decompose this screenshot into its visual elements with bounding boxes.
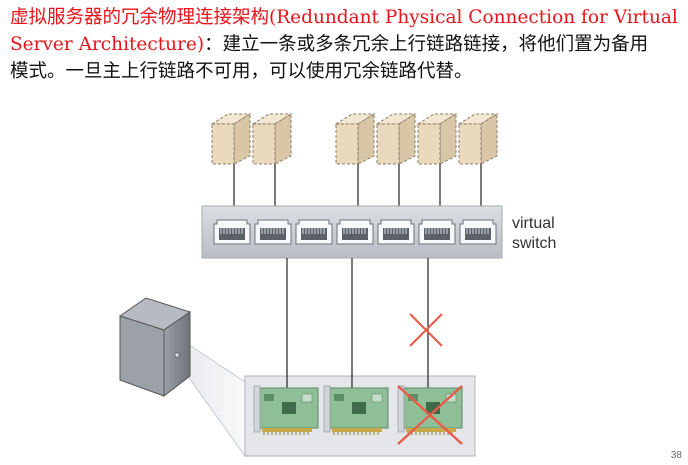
failed-cable-cross-icon (409, 313, 443, 347)
failed-nic-cross-icon (397, 385, 463, 445)
description-line1: ：建立一条或多条冗余上行链路链接，将他们置为备用 (204, 34, 649, 55)
switch-ports (213, 219, 497, 245)
vm-5 (416, 113, 458, 165)
physical-server (118, 297, 192, 398)
nic-card-2 (323, 385, 389, 435)
virtual-switch (201, 205, 503, 259)
nic-cards (253, 385, 463, 435)
vm-4 (375, 113, 417, 165)
vm-3 (334, 113, 376, 165)
switch-port-3 (295, 219, 333, 245)
virtual-machines (210, 113, 499, 165)
switch-label-line1: virtual (512, 215, 555, 232)
nic-card-1 (253, 385, 319, 435)
vm-2 (251, 113, 293, 165)
switch-port-2 (254, 219, 292, 245)
vm-1 (210, 113, 252, 165)
slide-text: 虚拟服务器的冗余物理连接架构(Redundant Physical Connec… (10, 4, 688, 85)
description-line2: 模式。一旦主上行链路不可用，可以使用冗余链路代替。 (10, 61, 473, 82)
zoom-beam (181, 339, 246, 458)
text-line-2: Server Architecture)：建立一条或多条冗余上行链路链接，将他们… (10, 31, 688, 58)
title-red: 虚拟服务器的冗余物理连接架构(Redundant Physical Connec… (10, 7, 678, 28)
uplink-cables (286, 258, 429, 402)
switch-port-6 (418, 219, 456, 245)
title-red-line2: Server Architecture) (10, 34, 205, 55)
switch-port-5 (377, 219, 415, 245)
text-line-1: 虚拟服务器的冗余物理连接架构(Redundant Physical Connec… (10, 4, 688, 31)
vm-6 (457, 113, 499, 165)
switch-port-1 (213, 219, 251, 245)
page-number: 38 (670, 450, 682, 461)
switch-port-4 (336, 219, 374, 245)
switch-port-7 (459, 219, 497, 245)
switch-label-line2: switch (512, 235, 556, 252)
